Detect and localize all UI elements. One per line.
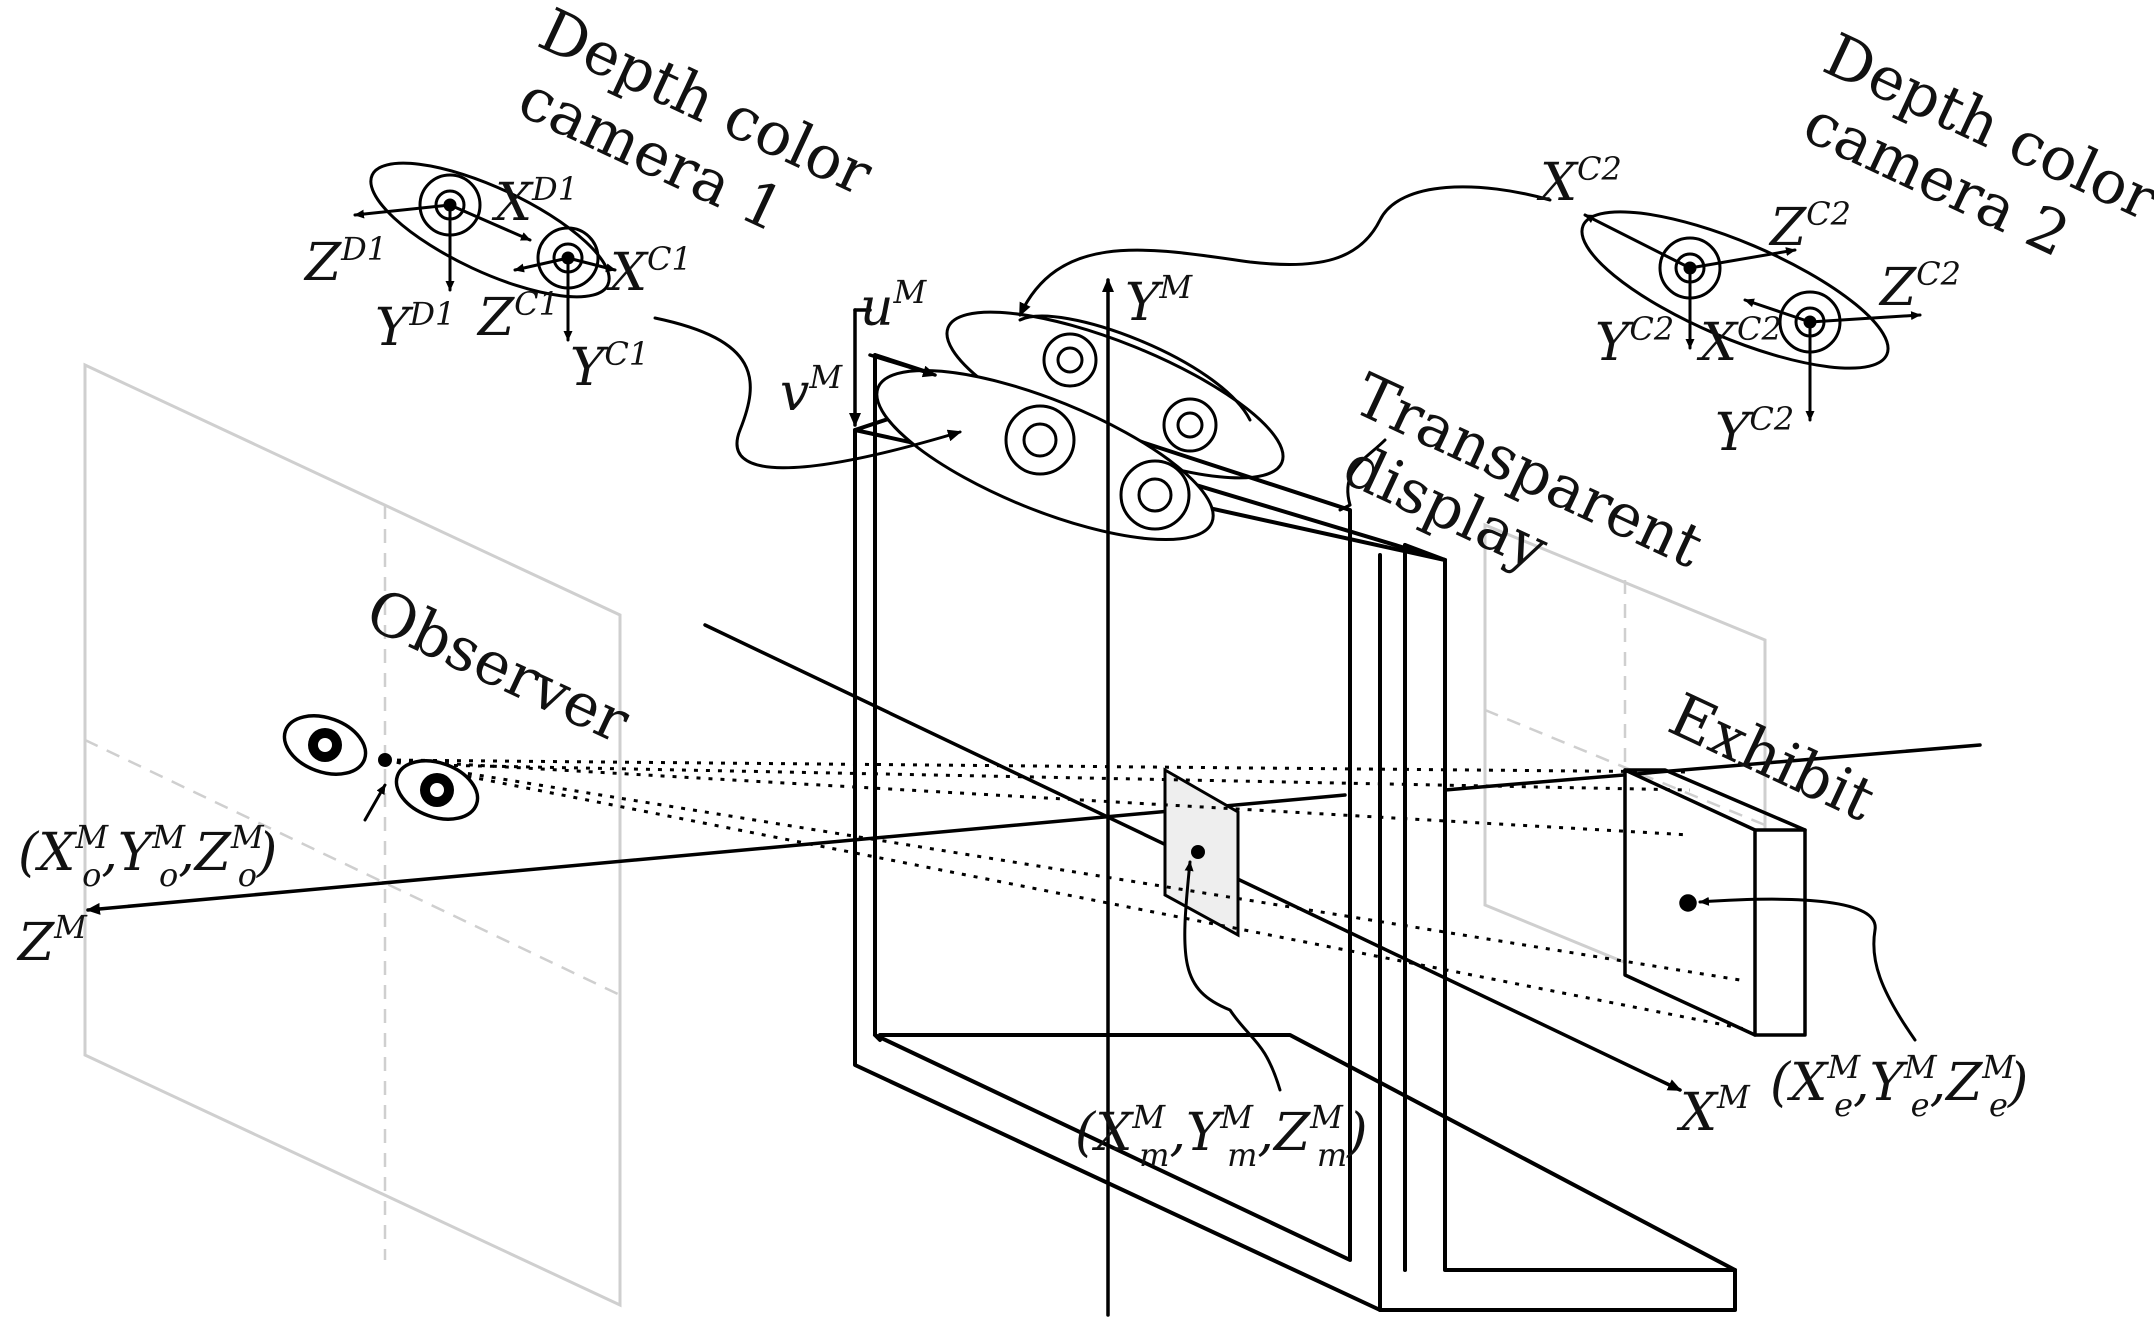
camera-1: [353, 161, 962, 470]
xd1-label: XD1: [491, 170, 578, 233]
yc1-label: YC1: [570, 335, 649, 398]
y-axis-label: YM: [1125, 268, 1193, 333]
display-point-patch: [1163, 767, 1240, 938]
transparent-display-frame: [853, 353, 1737, 1312]
yc2-label-b: YC2: [1715, 400, 1794, 463]
zc2-label-b: ZC2: [1878, 255, 1961, 318]
x-axis-label: XM: [1676, 1078, 1751, 1143]
display-title: Transparent display: [1333, 360, 1713, 585]
v-axis-label: vM: [780, 358, 843, 423]
yd1-label: YD1: [375, 295, 455, 358]
zd1-label: ZD1: [303, 230, 387, 293]
observer-plane: [83, 362, 622, 1308]
leader-lines: [363, 438, 1917, 1092]
xc2-label-b: XC2: [1696, 310, 1782, 373]
zc1-label: ZC1: [476, 285, 559, 348]
observer-eyes: [282, 714, 480, 821]
observer-label: Observer: [356, 575, 640, 757]
z-axis-label: ZM: [16, 908, 88, 973]
observer-title: Observer: [356, 575, 640, 757]
zc2-label-a: ZC2: [1768, 195, 1851, 258]
camera2-title: Depth color camera 2: [1793, 20, 2154, 271]
u-axis-label: uM: [860, 273, 928, 338]
xc2-label-a: XC2: [1536, 150, 1622, 213]
display-camera: [875, 310, 1285, 542]
xc1-label: XC1: [606, 240, 692, 303]
camera-2: [1018, 185, 1922, 422]
yc2-label-a: YC2: [1595, 310, 1674, 373]
sight-lines: [384, 758, 1751, 1032]
